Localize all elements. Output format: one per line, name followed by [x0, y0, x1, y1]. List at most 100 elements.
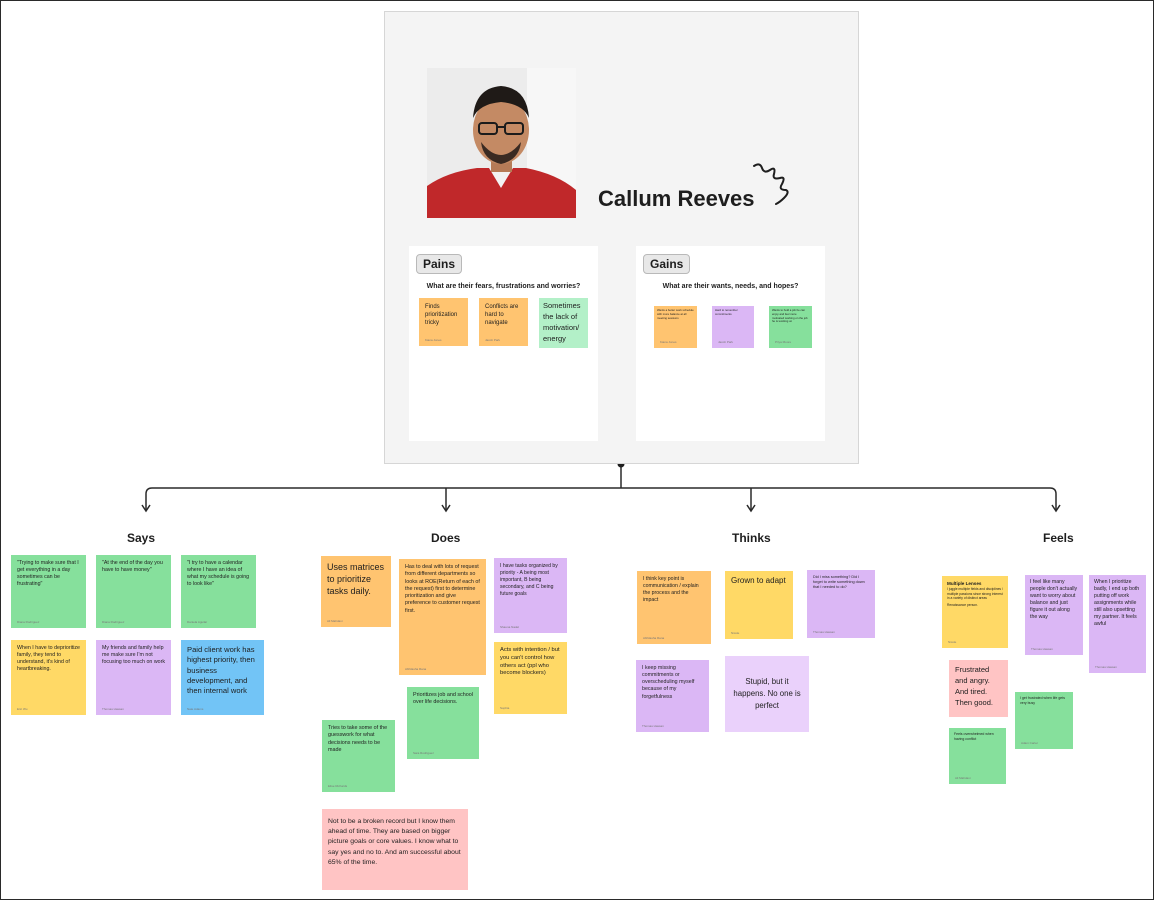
note-text: I keep missing commitments or overschedu…	[642, 665, 695, 700]
note-text: "I try to have a calendar where I have a…	[187, 560, 250, 588]
note-text: Wants to hold a job he can enjoy and fee…	[772, 308, 808, 324]
note-author: Elise Richards	[328, 784, 348, 788]
gains-panel: Gains What are their wants, needs, and h…	[636, 246, 825, 441]
feels-note-4[interactable]: Frustrated and angry. And tired. Then go…	[949, 660, 1008, 717]
does-note-5[interactable]: Prioritizes job and school over life dec…	[407, 687, 479, 759]
does-note-1[interactable]: Uses matrices to prioritize tasks daily.…	[321, 556, 391, 627]
note-title: Multiple Lenses	[947, 581, 982, 586]
note-author: Sophia	[500, 706, 510, 710]
note-author: Thomas Hassan	[1095, 665, 1117, 669]
feels-note-2[interactable]: I feel like many people don't actually w…	[1025, 575, 1083, 655]
feels-note-5[interactable]: I get frustrated when life gets very bus…	[1015, 692, 1073, 749]
thinks-note-4[interactable]: I keep missing commitments or overschedu…	[636, 660, 709, 732]
note-text: "At the end of the day you have to have …	[102, 560, 163, 574]
note-author: Adam Carter	[1021, 741, 1039, 745]
pains-note-2[interactable]: Conflicts are hard to navigate Jacob Par…	[479, 298, 528, 346]
does-note-7[interactable]: Not to be a broken record but I know the…	[322, 809, 468, 890]
feels-note-6[interactable]: Feels overwhelmed when having conflict A…	[949, 728, 1006, 784]
gains-note-1[interactable]: Wants a better work schedule with more b…	[654, 306, 697, 348]
pains-note-3[interactable]: Sometimes the lack of motivation/ energy	[539, 298, 588, 348]
note-author: Ali Mahdavi	[955, 776, 971, 780]
says-note-4[interactable]: When I have to deprioritize family, they…	[11, 640, 86, 715]
note-text: Tries to take some of the guesswork for …	[328, 725, 388, 753]
note-extra: Renaissance person.	[947, 602, 978, 607]
note-text: Uses matrices to prioritize tasks daily.	[327, 562, 385, 597]
note-text: Frustrated and angry. And tired. Then go…	[955, 665, 993, 707]
note-text: "Trying to make sure that I get everythi…	[17, 560, 79, 588]
pains-question: What are their fears, frustrations and w…	[426, 283, 581, 290]
says-note-3[interactable]: "I try to have a calendar where I have a…	[181, 555, 256, 628]
says-note-1[interactable]: "Trying to make sure that I get everythi…	[11, 555, 86, 628]
note-text: I feel like many people don't actually w…	[1030, 579, 1078, 621]
says-note-6[interactable]: Paid client work has highest priority, t…	[181, 640, 264, 715]
note-text: Wants a better work schedule with more b…	[657, 308, 694, 320]
does-note-2[interactable]: Has to deal with lots of request from di…	[399, 559, 486, 675]
does-note-6[interactable]: Tries to take some of the guesswork for …	[322, 720, 395, 792]
feels-note-1[interactable]: Multiple Lenses I juggle multiple fields…	[942, 576, 1008, 648]
note-text: I have tasks organized by priority - A b…	[500, 563, 558, 597]
note-text: Prioritizes job and school over life dec…	[413, 692, 473, 706]
note-author: Kiana Jones	[660, 340, 677, 344]
note-author: Nicole	[731, 631, 740, 635]
says-note-5[interactable]: My friends and family help me make sure …	[96, 640, 171, 715]
pains-panel: Pains What are their fears, frustrations…	[409, 246, 598, 441]
does-note-3[interactable]: I have tasks organized by priority - A b…	[494, 558, 567, 633]
note-author: Ali Mahdavi	[327, 619, 343, 623]
persona-photo	[427, 68, 576, 218]
thinks-note-3[interactable]: Did I miss something? Did I forget to wr…	[807, 570, 875, 638]
gains-question: What are their wants, needs, and hopes?	[662, 283, 799, 290]
note-author: Shauna Nadel	[500, 625, 520, 629]
note-author: Nicole	[948, 640, 957, 644]
note-author: Abhilasha Rana	[643, 636, 665, 640]
category-feels: Feels	[1043, 531, 1074, 545]
note-author: Diana Rodriguez	[17, 620, 40, 624]
note-text: Acts with intention / but you can't cont…	[500, 647, 560, 677]
note-author: Thomas Hassan	[642, 724, 664, 728]
note-text: Feels overwhelmed when having conflict	[954, 732, 994, 741]
note-author: Sara Rodriguez	[413, 751, 434, 755]
note-author: Thomas Hassan	[813, 630, 835, 634]
feels-note-3[interactable]: When I prioritize badly, I end up both p…	[1089, 575, 1146, 673]
note-text: Paid client work has highest priority, t…	[187, 645, 255, 695]
thinks-note-5[interactable]: Stupid, but it happens. No one is perfec…	[725, 656, 809, 732]
squiggle-doodle	[753, 163, 789, 205]
note-author: Abhilasha Rana	[405, 667, 427, 671]
note-author: Nate Adams	[187, 707, 204, 711]
note-text: Finds prioritization tricky	[425, 304, 458, 327]
note-text: When I have to deprioritize family, they…	[17, 645, 81, 673]
pains-tag: Pains	[416, 254, 463, 274]
note-author: Priya Moore	[775, 340, 792, 344]
says-note-2[interactable]: "At the end of the day you have to have …	[96, 555, 171, 628]
note-text: Not to be a broken record but I know the…	[328, 818, 461, 866]
note-text: Stupid, but it happens. No one is perfec…	[733, 677, 801, 710]
gains-note-3[interactable]: Wants to hold a job he can enjoy and fee…	[769, 306, 812, 348]
note-text: Has to deal with lots of request from di…	[405, 564, 480, 614]
does-note-4[interactable]: Acts with intention / but you can't cont…	[494, 642, 567, 714]
category-thinks: Thinks	[732, 531, 771, 545]
note-text: When I prioritize badly, I end up both p…	[1094, 579, 1140, 628]
note-author: Jacob Park	[485, 338, 501, 342]
note-text: Grown to adapt	[731, 576, 786, 585]
note-text: I get frustrated when life gets very bus…	[1020, 696, 1065, 705]
pains-note-1[interactable]: Finds prioritization tricky Kiana Jones	[419, 298, 468, 346]
note-author: Kiana Jones	[425, 338, 442, 342]
note-text: Hard to remember commitments	[715, 308, 738, 316]
note-text: Did I miss something? Did I forget to wr…	[813, 575, 865, 590]
note-text: My friends and family help me make sure …	[102, 645, 166, 666]
note-author: Daniela Aguilar	[187, 620, 208, 624]
note-text: Sometimes the lack of motivation/ energy	[543, 301, 581, 343]
category-says: Says	[127, 531, 156, 545]
note-author: Thomas Hassan	[102, 707, 124, 711]
note-text: I think key point is communication / exp…	[643, 576, 699, 604]
note-text: Conflicts are hard to navigate	[485, 304, 519, 327]
note-author: Diana Rodriguez	[102, 620, 125, 624]
thinks-note-1[interactable]: I think key point is communication / exp…	[637, 571, 711, 644]
note-author: Jacob Park	[718, 340, 734, 344]
note-author: Eric Wu	[17, 707, 28, 711]
persona-name: Callum Reeves	[598, 186, 755, 211]
category-does: Does	[431, 531, 461, 545]
thinks-note-2[interactable]: Grown to adapt Nicole	[725, 571, 793, 639]
gains-note-2[interactable]: Hard to remember commitments Jacob Park	[712, 306, 754, 348]
